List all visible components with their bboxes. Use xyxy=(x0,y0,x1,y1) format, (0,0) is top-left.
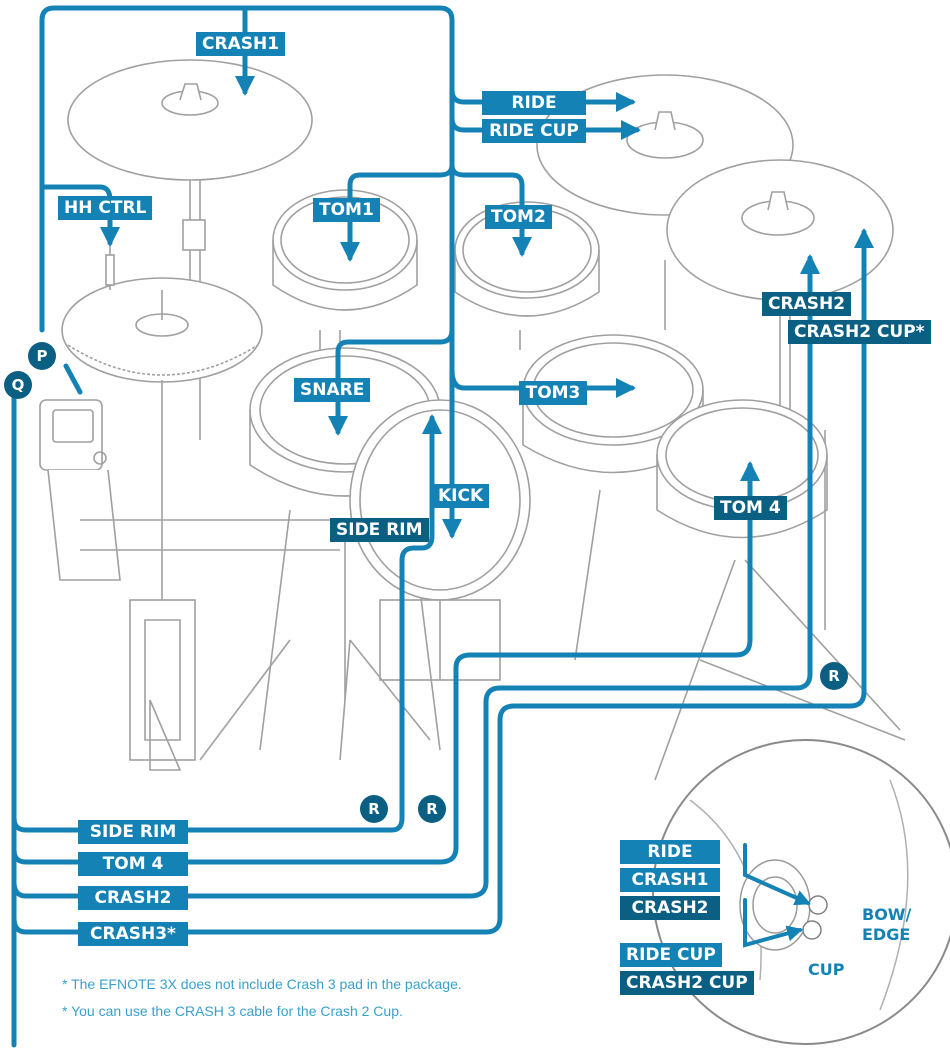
label-kick: KICK xyxy=(432,484,490,508)
footnote-1: * The EFNOTE 3X does not include Crash 3… xyxy=(62,976,462,992)
tom1-drum xyxy=(272,189,418,380)
connector-q-badge: Q xyxy=(4,371,32,399)
footnote-2: * You can use the CRASH 3 cable for the … xyxy=(62,1003,403,1019)
inset-detail xyxy=(652,739,950,1045)
connector-p-badge: P xyxy=(28,342,56,370)
label-tom3: TOM3 xyxy=(519,381,587,405)
label-tom2: TOM2 xyxy=(485,205,552,229)
tom4-drum xyxy=(654,399,906,781)
connector-r-badge-3: R xyxy=(418,795,446,823)
output-label-crash3: CRASH3* xyxy=(78,922,188,946)
inset-label-bow: BOW/ xyxy=(862,905,912,924)
label-ride-cup: RIDE CUP xyxy=(482,119,586,143)
label-snare: SNARE xyxy=(294,378,371,402)
output-label-tom4: TOM 4 xyxy=(78,852,188,876)
label-crash1: CRASH1 xyxy=(196,32,286,56)
drum-kit-drawing xyxy=(39,59,906,781)
label-tom4: TOM 4 xyxy=(714,496,787,520)
inset-label-crash2: CRASH2 xyxy=(620,896,720,920)
cables xyxy=(11,5,874,1048)
module xyxy=(39,399,340,581)
label-crash2: CRASH2 xyxy=(762,292,852,316)
inset-label-crash1: CRASH1 xyxy=(620,868,720,892)
label-tom1: TOM1 xyxy=(313,198,380,222)
connector-r-badge-1: R xyxy=(820,662,848,690)
inset-label-crash2-cup: CRASH2 CUP xyxy=(620,971,754,995)
crash2-cymbal xyxy=(666,159,894,630)
label-ride: RIDE xyxy=(482,91,586,115)
label-hh-ctrl: HH CTRL xyxy=(58,196,153,220)
label-side-rim: SIDE RIM xyxy=(330,518,429,542)
hihat xyxy=(61,245,263,771)
inset-label-ride-cup: RIDE CUP xyxy=(620,943,722,967)
inset-label-edge: EDGE xyxy=(862,925,911,944)
inset-label-ride: RIDE xyxy=(620,840,720,864)
inset-label-cup: CUP xyxy=(808,960,845,979)
output-label-crash2: CRASH2 xyxy=(78,886,188,910)
label-crash2-cup: CRASH2 CUP* xyxy=(788,320,931,344)
connector-r-badge-2: R xyxy=(360,795,388,823)
output-label-side-rim: SIDE RIM xyxy=(78,820,188,844)
